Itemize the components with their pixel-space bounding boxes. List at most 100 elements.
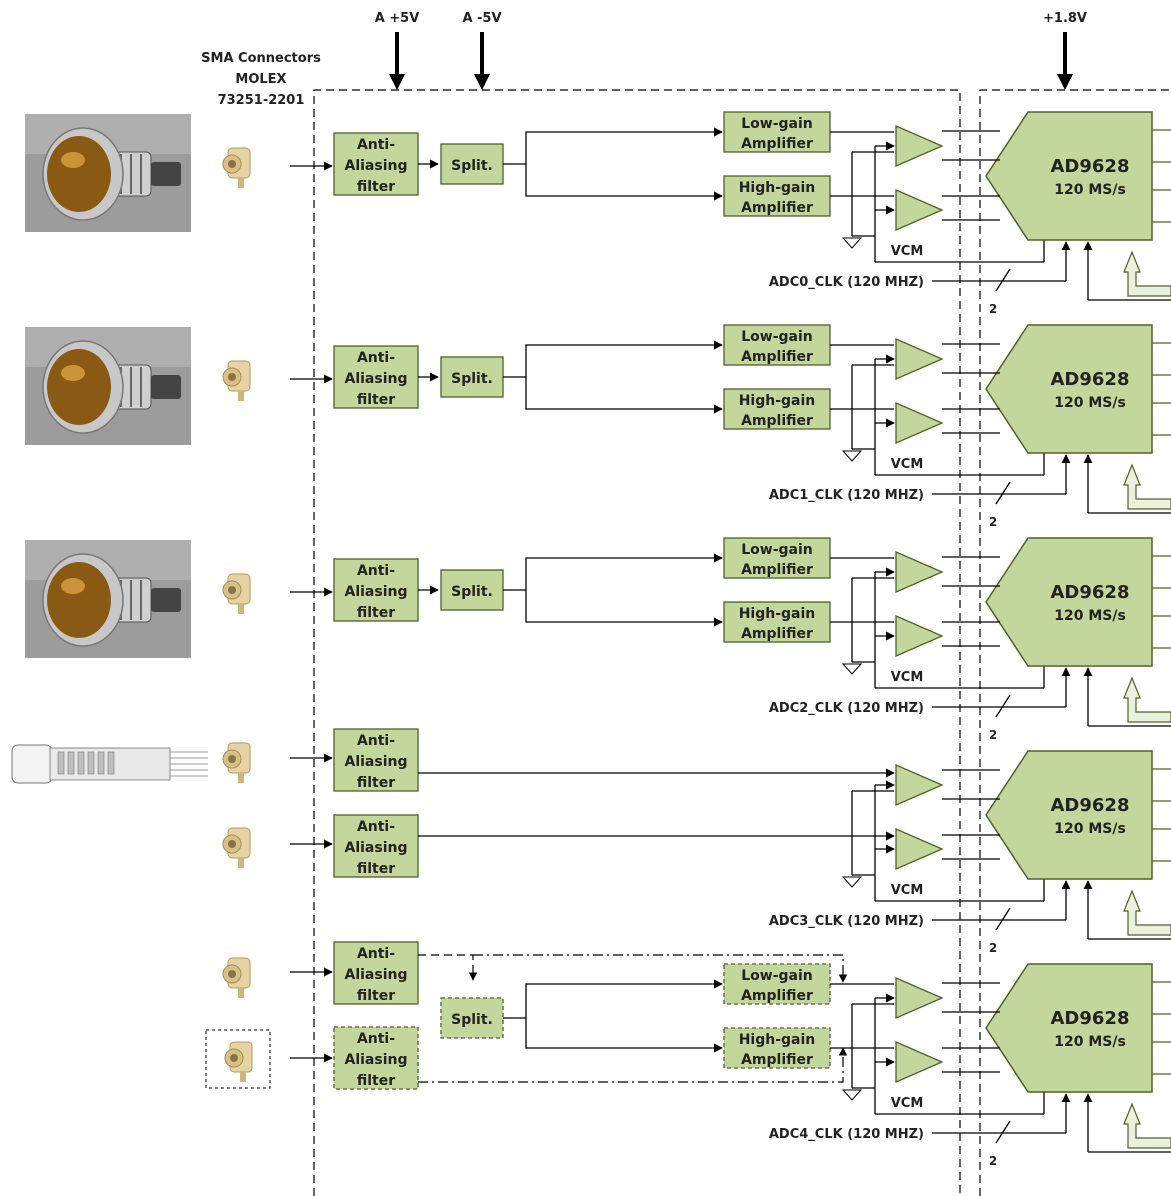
tube-dynode <box>77 751 85 775</box>
gain-amplifier-label-line: Amplifier <box>741 1052 813 1068</box>
gain-amplifier-label-line: Amplifier <box>741 988 813 1004</box>
splitter-label: Split. <box>451 1012 493 1028</box>
aa-label-line: Anti- <box>357 563 395 579</box>
adc-data-bus <box>1123 250 1171 297</box>
aa-label-line: Aliasing <box>345 158 408 174</box>
gain-amplifier-label-line: High-gain <box>739 606 816 622</box>
gain-amplifier-label-line: Low-gain <box>741 968 813 984</box>
tube-dynode <box>97 751 105 775</box>
adc-name-label: AD9628 <box>1051 369 1130 390</box>
splitter: Split. <box>440 143 504 185</box>
aa-label-line: Aliasing <box>345 584 408 600</box>
adc-driver-amplifier <box>895 402 944 444</box>
signal-wire <box>503 979 723 1019</box>
tube-dynode <box>87 751 95 775</box>
supply-arrows <box>389 32 1073 90</box>
gain-amplifier-box <box>723 963 831 1005</box>
aa-label-line: Anti- <box>357 1031 395 1047</box>
sma-connector-icon <box>222 360 251 401</box>
sma-leg <box>238 391 244 401</box>
sma-leg <box>238 988 244 998</box>
splitter-box <box>440 143 504 185</box>
data-bus-arrow <box>1123 463 1171 510</box>
aa-label-line: Anti- <box>357 819 395 835</box>
aa-label-line: filter <box>357 605 395 621</box>
gain-amplifier-box <box>723 388 831 430</box>
gain-amplifier-label-line: Amplifier <box>741 413 813 429</box>
bus-width-slash <box>995 268 1011 292</box>
photomultiplier-tube-photo <box>11 744 208 784</box>
sma-leg <box>240 1072 246 1082</box>
splitter: Split. <box>440 997 504 1039</box>
adc-body <box>985 750 1153 880</box>
adc-data-bus <box>1123 676 1171 723</box>
signal-wire <box>525 1018 723 1053</box>
adc-driver-amplifier <box>895 1041 944 1083</box>
tube-cap <box>11 744 53 784</box>
adc-body <box>985 111 1153 241</box>
gain-amplifier-label-line: Low-gain <box>741 329 813 345</box>
vcm-label: VCM <box>891 670 924 685</box>
gain-amplifier-box <box>723 537 831 579</box>
anti-aliasing-filter: Anti- Aliasing filter <box>333 814 419 878</box>
adc-driver-amplifier <box>895 828 944 870</box>
adc-body <box>985 324 1153 454</box>
vcm-label: VCM <box>891 457 924 472</box>
adc-driver-amplifier <box>895 764 944 806</box>
aa-label-line: filter <box>357 861 395 877</box>
bus-width-slash <box>995 481 1011 505</box>
gain-amplifier-box <box>723 175 831 217</box>
sma-connector-icon <box>222 573 251 614</box>
anti-aliasing-filter-box <box>333 132 419 196</box>
bus-width-label: 2 <box>989 941 997 955</box>
aa-label-line: Anti- <box>357 350 395 366</box>
anti-aliasing-filter-box <box>333 814 419 878</box>
vcm-label: VCM <box>891 883 924 898</box>
adc-rate-label: 120 MS/s <box>1054 1034 1126 1050</box>
adc-name-label: AD9628 <box>1051 1008 1130 1029</box>
gain-amplifier-label-line: High-gain <box>739 393 816 409</box>
aa-label-line: filter <box>357 775 395 791</box>
sma-pin <box>228 586 236 594</box>
gain-amplifier-label-line: Amplifier <box>741 200 813 216</box>
pmt-connector <box>151 588 181 612</box>
sma-leg <box>238 604 244 614</box>
data-bus-arrow <box>1123 250 1171 297</box>
sma-connectors-label: SMA Connectors MOLEX 73251-2201 <box>201 51 321 108</box>
adc-data-bus <box>1123 889 1171 936</box>
sma-leg <box>238 858 244 868</box>
aa-label-line: filter <box>357 179 395 195</box>
splitter-label: Split. <box>451 584 493 600</box>
gain-amplifier-label-line: Amplifier <box>741 136 813 152</box>
splitter: Split. <box>440 356 504 398</box>
sma-pin <box>228 373 236 381</box>
anti-aliasing-filter-box <box>333 941 419 1005</box>
tube-dynode <box>107 751 115 775</box>
tube-dynode <box>57 751 65 775</box>
gain-amplifier-label-line: Amplifier <box>741 349 813 365</box>
aa-label-line: Aliasing <box>345 967 408 983</box>
aa-label-line: Anti- <box>357 733 395 749</box>
bus-width-slash <box>995 1120 1011 1144</box>
gain-amplifier-label-line: High-gain <box>739 180 816 196</box>
optional-connector-frame <box>205 1029 271 1089</box>
sma-connector-icon <box>222 147 251 188</box>
gain-amplifier-box <box>723 1027 831 1069</box>
aa-label-line: Aliasing <box>345 754 408 770</box>
splitter-label: Split. <box>451 158 493 174</box>
tube-dynode <box>67 751 75 775</box>
gain-amplifier-box <box>723 601 831 643</box>
sma-pin <box>228 840 236 848</box>
adc-rate-label: 120 MS/s <box>1054 182 1126 198</box>
aa-label-line: Anti- <box>357 137 395 153</box>
aa-label-line: Aliasing <box>345 840 408 856</box>
